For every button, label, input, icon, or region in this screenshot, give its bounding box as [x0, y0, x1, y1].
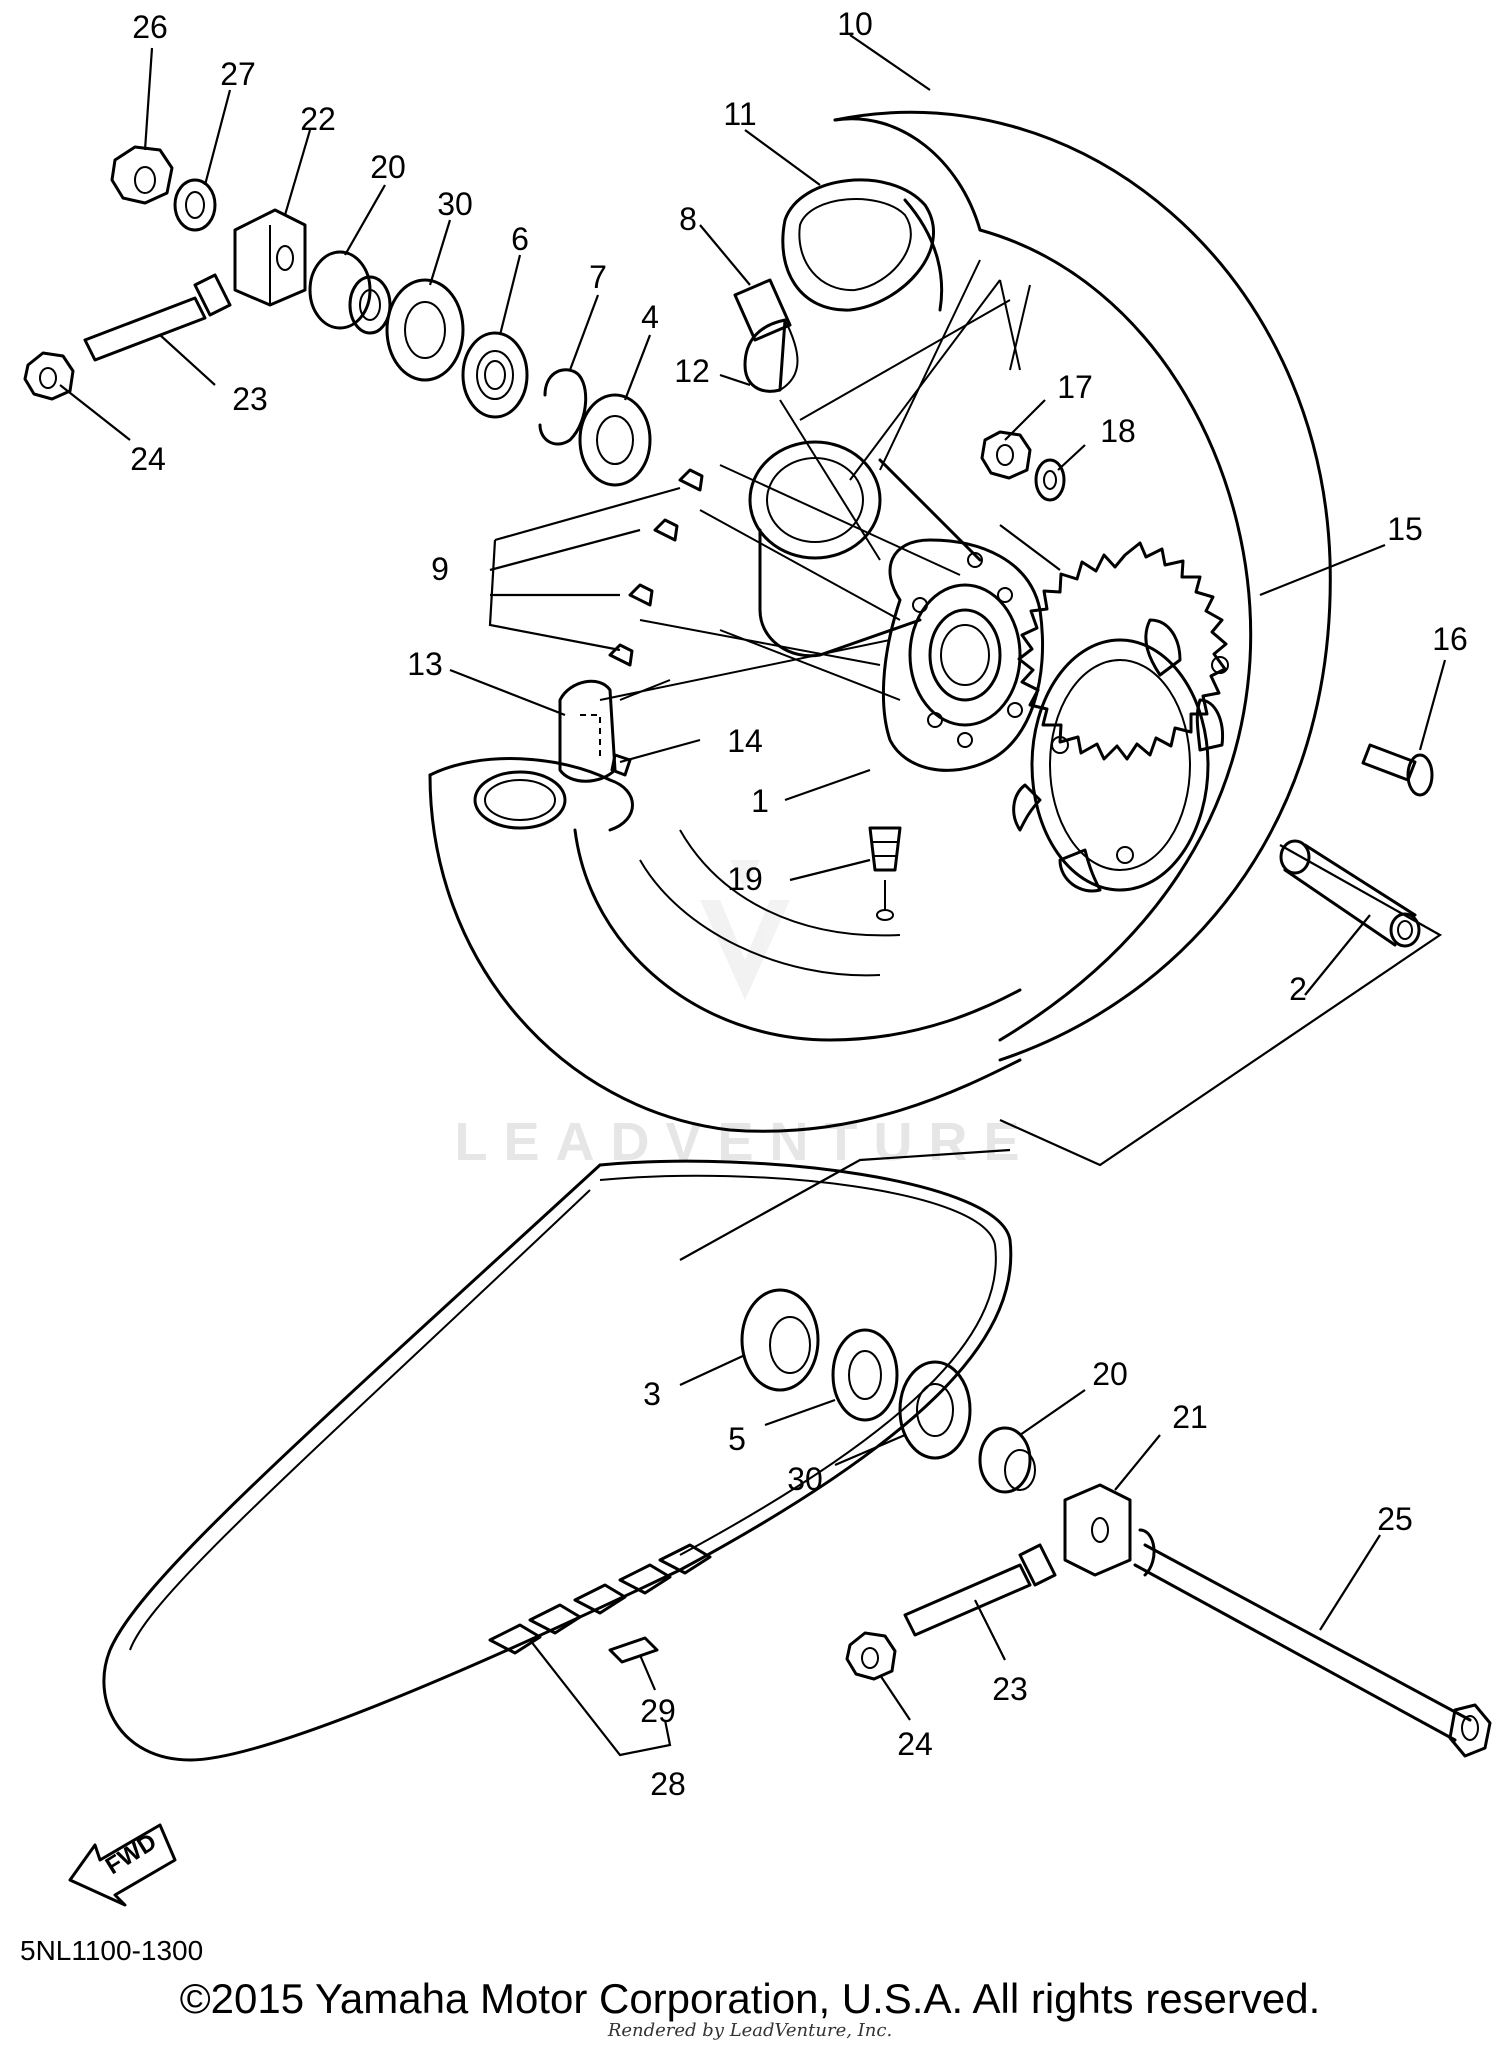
callout-4: 4 [641, 299, 659, 335]
wheel-assembly [428, 110, 1434, 1133]
callout-30-top: 30 [437, 186, 473, 222]
hub-drawing [748, 440, 1044, 772]
callout-17: 17 [1057, 369, 1093, 405]
sprocket-bolt-drawing [1361, 743, 1434, 797]
chain-drawing [102, 1159, 1013, 1762]
valve-cap-drawing [868, 826, 902, 921]
copyright-notice: ©2015 Yamaha Motor Corporation, U.S.A. A… [179, 1975, 1321, 2022]
fwd-arrow-icon: FWD [68, 1823, 177, 1907]
sprocket-nut-drawing [980, 430, 1066, 502]
spoke-nipples-drawing [608, 468, 704, 667]
collar-drawing [1279, 839, 1421, 948]
callout-1: 1 [751, 783, 769, 819]
tire-drawing [833, 110, 1332, 1062]
callout-28: 28 [650, 1766, 686, 1802]
callout-27: 27 [220, 56, 256, 92]
callout-9: 9 [431, 551, 449, 587]
callout-15: 15 [1387, 511, 1423, 547]
spokes-drawing [599, 259, 1031, 701]
callout-24-bottom: 24 [897, 1726, 933, 1762]
callout-5: 5 [728, 1421, 746, 1457]
callout-22: 22 [300, 101, 336, 137]
callout-12: 12 [674, 353, 710, 389]
left-side-parts [23, 145, 652, 487]
callout-30-bottom: 30 [787, 1461, 823, 1497]
callout-19: 19 [727, 861, 763, 897]
callout-26: 26 [132, 9, 168, 45]
callout-13: 13 [407, 646, 443, 682]
tube-drawing [781, 178, 935, 312]
callout-3: 3 [643, 1376, 661, 1412]
callout-8: 8 [679, 201, 697, 237]
callout-25: 25 [1377, 1501, 1413, 1537]
callout-2: 2 [1289, 971, 1307, 1007]
callout-14: 14 [727, 723, 763, 759]
callout-7: 7 [589, 259, 607, 295]
rim-lock-drawing [558, 679, 632, 783]
sprocket-drawing [1012, 541, 1229, 893]
callout-16: 16 [1432, 621, 1468, 657]
callout-18: 18 [1100, 413, 1136, 449]
callout-23-top: 23 [232, 381, 268, 417]
callout-23-bottom: 23 [992, 1671, 1028, 1707]
callout-29: 29 [640, 1693, 676, 1729]
lower-parts [102, 1159, 1492, 1762]
callout-10: 10 [837, 6, 873, 42]
callout-20-bottom: 20 [1092, 1356, 1128, 1392]
callout-6: 6 [511, 221, 529, 257]
callout-20-top: 20 [370, 149, 406, 185]
callout-21: 21 [1172, 1399, 1208, 1435]
callout-labels: 26 27 22 20 30 6 7 4 23 24 10 11 8 12 17… [130, 6, 1468, 1802]
leader-lines [59, 34, 1447, 1757]
callout-24-top: 24 [130, 441, 166, 477]
diagram-code: 5NL1100-1300 [20, 1935, 204, 1966]
rendered-by-notice: Rendered by LeadVenture, Inc. [607, 2020, 893, 2041]
callout-11: 11 [723, 96, 756, 132]
watermark-logo [700, 860, 790, 1000]
